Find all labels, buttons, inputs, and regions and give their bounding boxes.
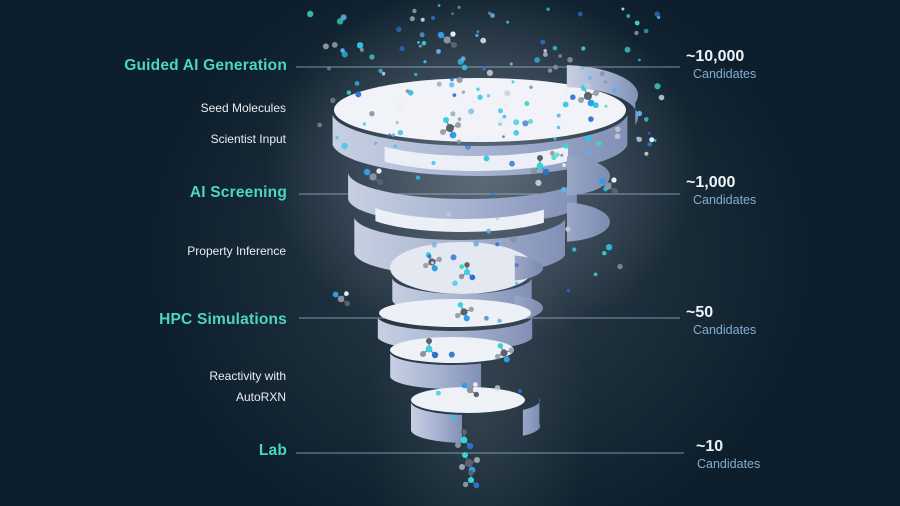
sublabel-scientist-input: Scientist Input [210, 132, 286, 146]
count-caption-50: Candidates [693, 323, 757, 337]
count-value-1000: ~1,000 [686, 174, 736, 191]
count-value-50: ~50 [686, 304, 714, 321]
count-group-50: ~50 Candidates [686, 303, 756, 339]
funnel-spiral [332, 65, 638, 443]
sublabel-property-inference: Property Inference [187, 244, 286, 258]
candidate-particles [307, 4, 665, 420]
count-value-10000: ~10,000 [686, 48, 745, 65]
count-group-10: ~10 Candidates [690, 437, 760, 473]
stage-label-lab: Lab [258, 442, 287, 459]
count-caption-10: Candidates [697, 457, 761, 471]
stage-label-guided-ai-generation: Guided AI Generation [124, 57, 287, 74]
sublabel-reactivity-line1: Reactivity with [209, 369, 286, 383]
molecule-clusters [332, 31, 618, 489]
stage-label-ai-screening: AI Screening [189, 184, 287, 201]
count-group-10000: ~10,000 Candidates [686, 47, 756, 83]
count-value-10: ~10 [696, 438, 724, 455]
count-caption-10000: Candidates [693, 67, 757, 81]
sublabel-reactivity-line2: AutoRXN [235, 390, 286, 404]
count-group-1000: ~1,000 Candidates [686, 173, 756, 209]
sublabel-reactivity-autorxn: Reactivity with AutoRXN [146, 366, 286, 408]
count-caption-1000: Candidates [693, 193, 757, 207]
sublabel-seed-molecules: Seed Molecules [200, 101, 286, 115]
stage-label-hpc-simulations: HPC Simulations [159, 311, 287, 328]
